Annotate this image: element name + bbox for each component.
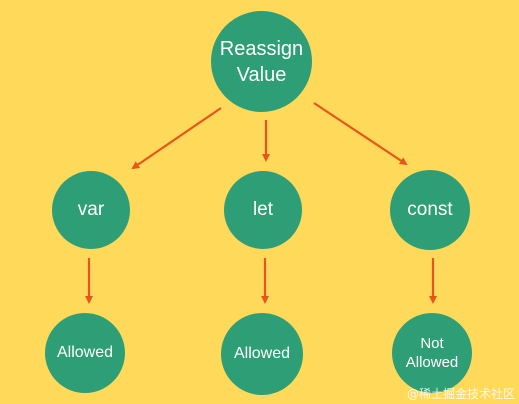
- watermark: @稀土掘金技术社区: [406, 387, 515, 401]
- edge-root-var: [131, 107, 222, 170]
- node-let-allowed: Allowed: [221, 313, 303, 395]
- node-let-allowed-label: Allowed: [233, 345, 291, 362]
- edge-root-const: [313, 102, 408, 166]
- node-const-not-allowed: Not Allowed: [392, 313, 472, 393]
- node-const: const: [390, 170, 470, 250]
- node-var-allowed: Allowed: [45, 313, 125, 393]
- node-reassign-value-label: Reassign Value: [219, 37, 304, 86]
- node-const-label: const: [407, 199, 453, 220]
- node-const-not-allowed-label: Not Allowed: [405, 335, 459, 371]
- node-let-label: let: [252, 199, 274, 220]
- node-reassign-value: Reassign Value: [211, 11, 312, 112]
- node-var-label: var: [77, 199, 105, 220]
- node-var: var: [52, 171, 130, 249]
- node-let: let: [224, 171, 302, 249]
- node-var-allowed-label: Allowed: [56, 344, 114, 361]
